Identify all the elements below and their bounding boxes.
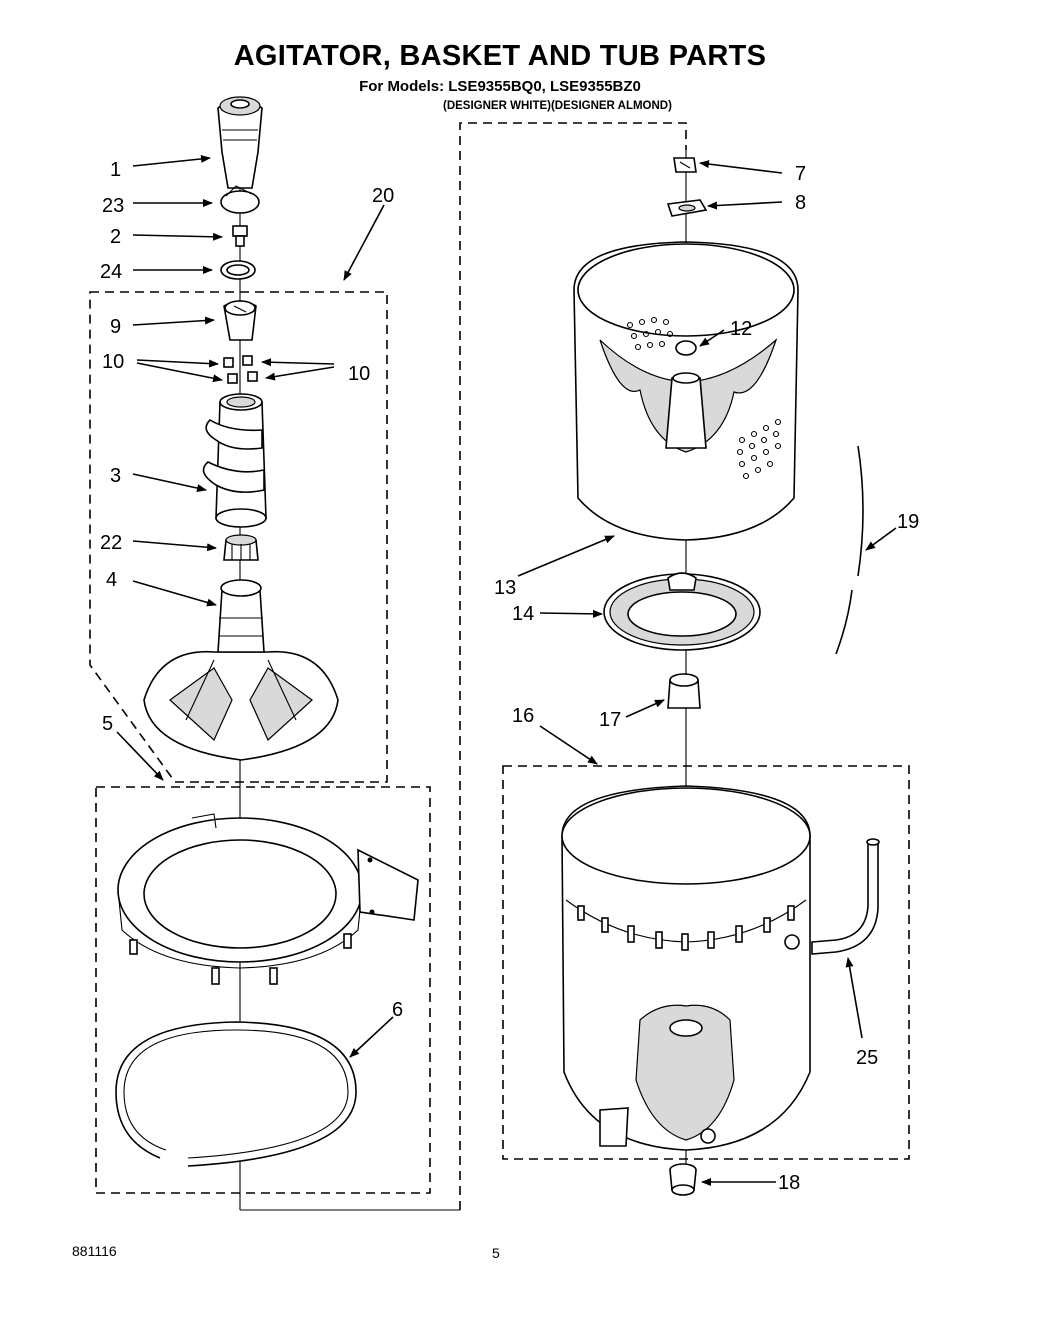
page-title: AGITATOR, BASKET AND TUB PARTS — [233, 40, 767, 72]
hose-part-25 — [784, 838, 880, 955]
callout-13: 13 — [494, 577, 516, 599]
clamp-ring-part-6 — [115, 1021, 357, 1167]
callout-17: 17 — [599, 709, 621, 731]
callout-12: 12 — [730, 318, 752, 340]
callout-23: 23 — [102, 195, 124, 217]
bushing-part-17 — [667, 673, 701, 709]
spring-part-7 — [673, 157, 697, 173]
callout-8: 8 — [795, 192, 806, 214]
callout-3: 3 — [110, 465, 121, 487]
callout-6: 6 — [392, 999, 403, 1021]
callout-18: 18 — [778, 1172, 800, 1194]
tub-slots — [577, 905, 795, 951]
callout-20: 20 — [372, 185, 394, 207]
callout-4: 4 — [106, 569, 117, 591]
basket-connector-dashline — [459, 122, 687, 1210]
callout-labels: 1 23 2 24 20 9 10 10 3 22 4 5 6 7 8 12 1… — [100, 159, 919, 1194]
callout-2: 2 — [110, 226, 121, 248]
basket-perforations — [626, 316, 782, 480]
group-box-20 — [89, 291, 388, 783]
group-box-5 — [95, 786, 431, 1194]
nut-part-8 — [666, 199, 708, 217]
group-box-16 — [502, 765, 910, 1160]
agitator-cap-part — [217, 96, 263, 189]
seal-part-23 — [220, 185, 260, 214]
callout-19: 19 — [897, 511, 919, 533]
models-subtitle: For Models: LSE9355BQ0, LSE9355BZ0 — [359, 78, 641, 95]
cap-part-18 — [669, 1163, 697, 1196]
drive-bell-part-22 — [223, 534, 259, 561]
callout-7: 7 — [795, 163, 806, 185]
agitator-base-part-4 — [143, 579, 339, 761]
document-code: 881116 — [72, 1243, 117, 1259]
callout-14: 14 — [512, 603, 534, 625]
callout-1: 1 — [110, 159, 121, 181]
callout-10-left: 10 — [102, 351, 124, 373]
tub-ring-part-5 — [117, 813, 419, 985]
cam-part-9 — [223, 300, 257, 341]
callout-22: 22 — [100, 532, 122, 554]
page-number: 5 — [492, 1245, 500, 1261]
callout-10-right: 10 — [348, 363, 370, 385]
spin-basket-part-13 — [573, 241, 799, 541]
tube-part-19 — [835, 445, 864, 655]
callout-24: 24 — [100, 261, 122, 283]
bolt-part-2 — [232, 225, 248, 247]
dog-parts-10 — [223, 355, 258, 384]
o-ring-part-24 — [220, 260, 256, 280]
drive-block-part-14 — [603, 572, 761, 651]
callout-9: 9 — [110, 316, 121, 338]
callout-16: 16 — [512, 705, 534, 727]
auger-part-3 — [202, 393, 267, 528]
callout-25: 25 — [856, 1047, 878, 1069]
callout-5: 5 — [102, 713, 113, 735]
outer-tub-part-16 — [561, 785, 811, 1151]
leader-lines — [116, 154, 897, 1186]
color-variants: (DESIGNER WHITE)(DESIGNER ALMOND) — [443, 100, 672, 112]
